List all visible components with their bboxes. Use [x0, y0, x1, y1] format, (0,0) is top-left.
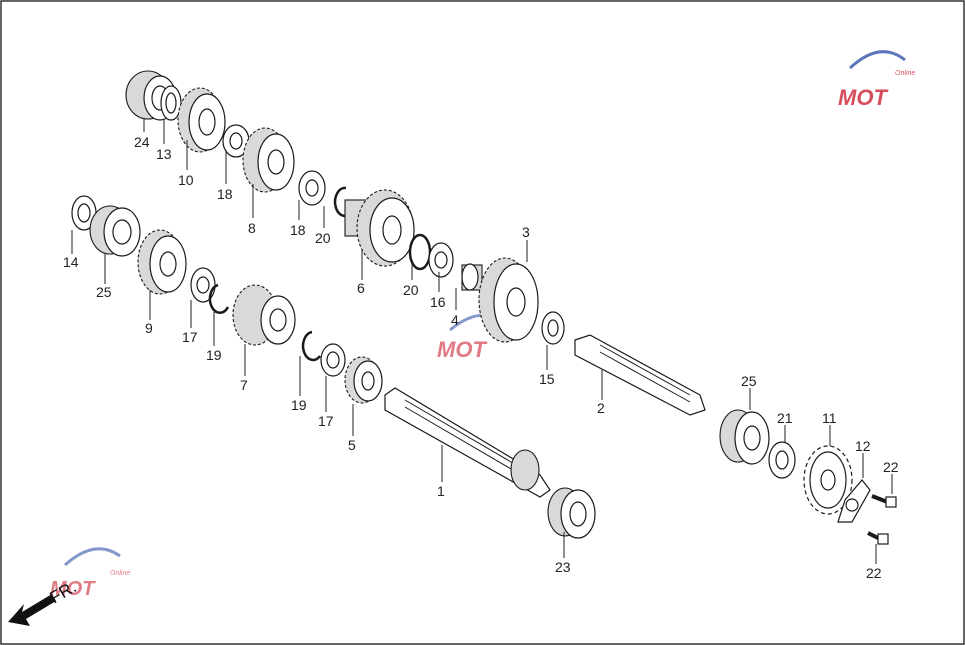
- callout-16: 16: [430, 294, 446, 310]
- watermark-top-right: MOT Online: [838, 50, 915, 110]
- svg-text:Online: Online: [895, 70, 915, 77]
- part-22-bolt-upper: [871, 494, 897, 508]
- callout-7: 7: [240, 377, 248, 393]
- part-17-washer-lower: [320, 343, 346, 377]
- svg-text:Online: Online: [110, 570, 130, 577]
- front-direction-indicator: FR.: [8, 577, 80, 626]
- callout-1: 1: [437, 483, 445, 499]
- svg-text:MOT: MOT: [437, 337, 487, 362]
- part-4-bushing: [461, 263, 483, 291]
- callout-15: 15: [539, 371, 555, 387]
- callout-8: 8: [248, 220, 256, 236]
- callout-6: 6: [357, 280, 365, 296]
- part-2-countershaft: [574, 334, 706, 416]
- callout-25-left: 25: [96, 284, 112, 300]
- callout-17-upper: 17: [182, 329, 198, 345]
- part-17-washer-upper: [190, 267, 216, 303]
- part-16-washer: [428, 242, 454, 278]
- callout-2: 2: [597, 400, 605, 416]
- part-8-gear: [242, 127, 295, 193]
- callout-9: 9: [145, 320, 153, 336]
- part-18-washer-upper: [222, 124, 250, 158]
- callout-22-upper: 22: [883, 459, 899, 475]
- leader-lines: [71, 118, 893, 564]
- part-23-bearing: [547, 487, 596, 539]
- callout-13: 13: [156, 146, 172, 162]
- callout-12: 12: [855, 438, 871, 454]
- callout-numbers: 24 13 10 18 8 18 20 6 20 16 4 3 15 2 14 …: [63, 134, 899, 581]
- part-25-bearing-right: [719, 409, 770, 465]
- part-13-washer: [160, 85, 182, 121]
- svg-text:MOT: MOT: [50, 578, 96, 600]
- part-25-bearing-left: [89, 205, 141, 257]
- callout-19-lower: 19: [291, 397, 307, 413]
- callout-4: 4: [451, 312, 459, 328]
- part-5-gear: [344, 356, 383, 404]
- part-6-gear: [344, 189, 415, 267]
- part-3-gear: [478, 257, 539, 343]
- part-19-circlip-lower: [301, 330, 322, 362]
- part-9-gear: [137, 229, 187, 295]
- callout-21: 21: [777, 410, 793, 426]
- callout-5: 5: [348, 437, 356, 453]
- part-20-circlip-lower: [408, 233, 432, 271]
- part-11-drive-sprocket: [803, 445, 853, 515]
- part-22-bolt-lower: [867, 531, 889, 545]
- part-1-mainshaft: [384, 387, 551, 498]
- part-10-gear: [177, 87, 226, 153]
- callout-10: 10: [178, 172, 194, 188]
- callout-11: 11: [822, 410, 837, 426]
- callout-25-right: 25: [741, 373, 757, 389]
- callout-24: 24: [134, 134, 150, 150]
- callout-14: 14: [63, 254, 79, 270]
- callout-18-middle: 18: [290, 222, 306, 238]
- callout-18-upper: 18: [217, 186, 233, 202]
- callout-22-lower: 22: [866, 565, 882, 581]
- watermark-bottom-left: MOT Online: [50, 547, 130, 600]
- callout-17-lower: 17: [318, 413, 334, 429]
- svg-text:MOT: MOT: [838, 85, 888, 110]
- callout-20-lower: 20: [403, 282, 419, 298]
- part-21-oil-seal: [768, 441, 796, 479]
- part-19-circlip-upper: [208, 283, 230, 314]
- part-15-washer: [541, 311, 565, 345]
- callout-19-upper: 19: [206, 347, 222, 363]
- part-12-fixing-plate: [837, 479, 871, 523]
- callout-20-upper: 20: [315, 230, 331, 246]
- front-arrow-icon: [8, 594, 56, 626]
- part-18-washer-middle: [298, 170, 326, 206]
- part-7-gear: [232, 284, 296, 346]
- callout-23: 23: [555, 559, 571, 575]
- callout-3: 3: [522, 224, 530, 240]
